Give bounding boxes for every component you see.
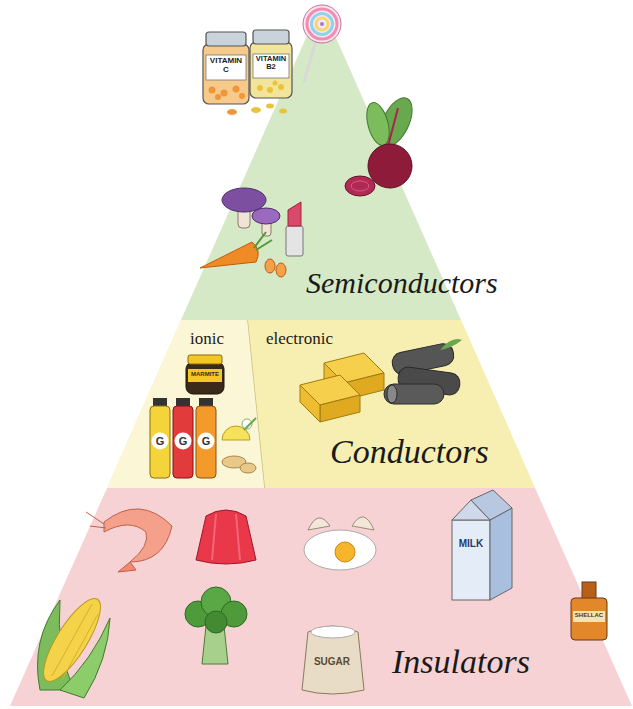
corn [34, 591, 110, 698]
band-label: ionic [190, 329, 224, 349]
band-fill [10, 488, 632, 706]
product-label: G [175, 435, 191, 447]
product-label: VITAMIN B2 [253, 55, 289, 72]
egg [304, 517, 376, 570]
band-label: Conductors [330, 432, 489, 471]
gold-bars [300, 353, 384, 422]
broccoli [185, 587, 247, 664]
milk-carton [452, 490, 512, 600]
band-label: electronic [266, 329, 333, 349]
carrot [200, 232, 286, 277]
band-label: Insulators [392, 642, 530, 681]
charcoal [384, 339, 462, 404]
conductor-band: Conductors ionic electronic [107, 320, 535, 488]
band-fill [107, 320, 265, 488]
jelly [196, 510, 256, 564]
product-label: G [198, 435, 214, 447]
band-shape [107, 320, 265, 488]
shellac-bottle [571, 582, 607, 640]
pills [227, 104, 287, 116]
product-label: MILK [454, 538, 488, 549]
sports-drinks [150, 398, 216, 478]
band-shape [0, 488, 633, 709]
product-label: VITAMIN C [206, 57, 246, 75]
semiconductor-band: Semiconductors [0, 0, 633, 322]
lollipop [303, 5, 341, 82]
insulator-band: Insulators [0, 488, 633, 709]
product-label: G [152, 435, 168, 447]
shrimp [86, 509, 172, 572]
lipstick [286, 202, 303, 256]
ionic-region: ionic [107, 320, 265, 488]
marmite-jar [186, 355, 224, 394]
product-label: SUGAR [306, 656, 358, 667]
lemon-ginger [222, 418, 256, 473]
sugar-bag [302, 626, 364, 694]
product-label: SHELLAC [573, 612, 605, 619]
band-fill [248, 320, 535, 488]
band-label: Semiconductors [306, 266, 498, 301]
mushrooms [222, 188, 280, 236]
product-label: MARMITE [188, 371, 222, 378]
band-fill [107, 320, 535, 488]
vitamin-bottle [203, 32, 249, 104]
vitamin-bottle [250, 30, 292, 98]
beet [345, 93, 419, 196]
